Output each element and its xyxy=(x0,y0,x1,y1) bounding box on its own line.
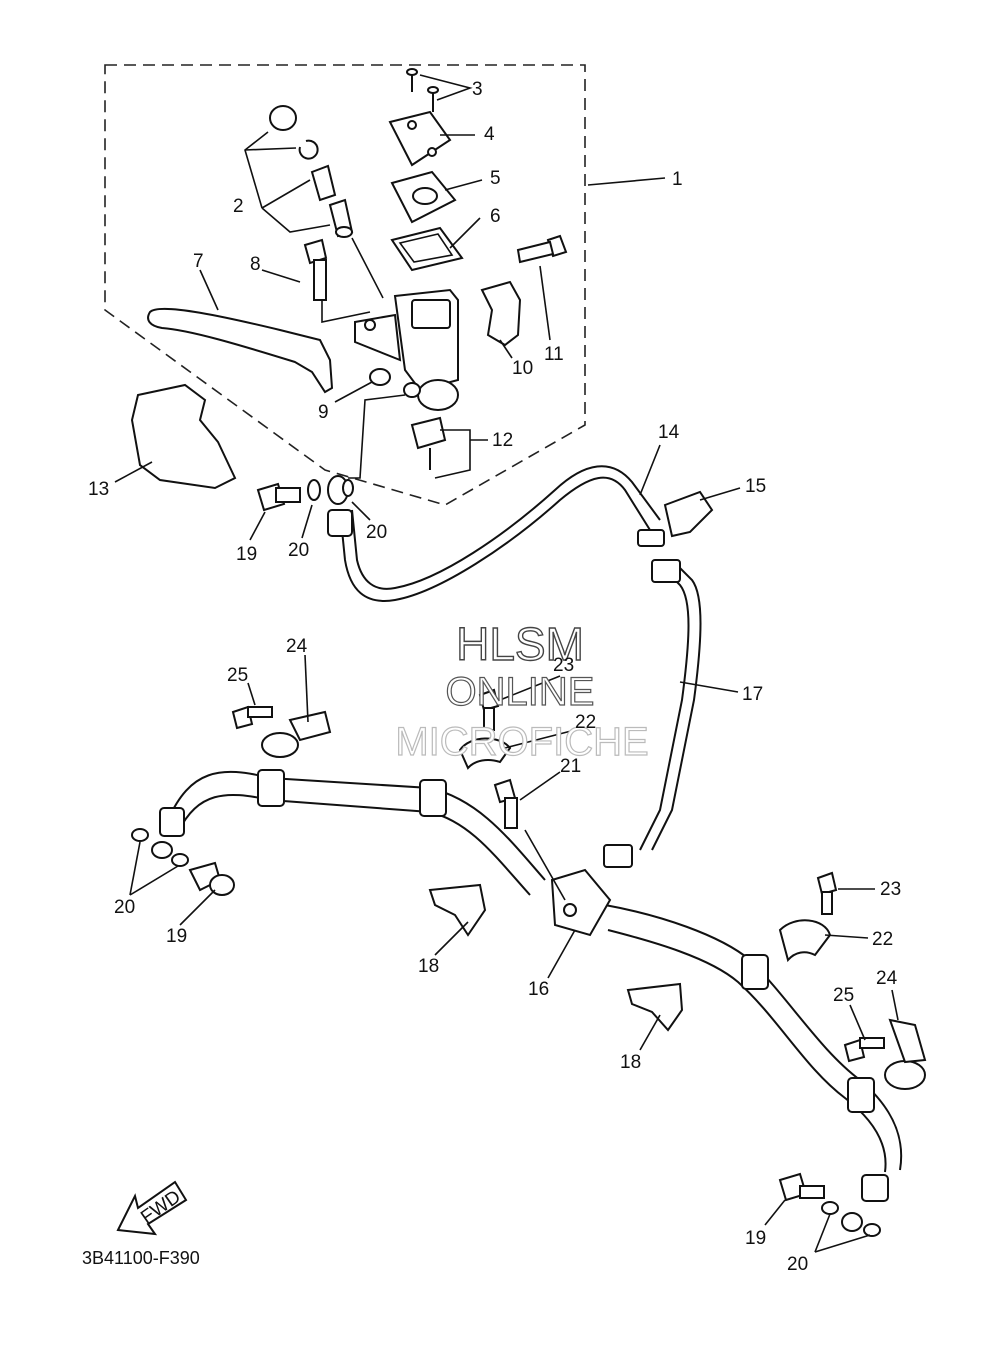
label-16: 16 xyxy=(528,979,549,1000)
label-20c: 20 xyxy=(114,897,135,918)
label-12: 12 xyxy=(492,430,513,451)
watermark-line3: MICROFICHE xyxy=(395,720,648,764)
leader-lines xyxy=(114,74,899,1253)
cover-part-13 xyxy=(130,383,237,490)
nut-part-9 xyxy=(369,368,391,386)
label-22b: 22 xyxy=(872,929,893,950)
guide-part-18a xyxy=(428,883,487,937)
label-19a: 19 xyxy=(236,544,257,565)
label-15: 15 xyxy=(745,476,766,497)
bolt-part-21 xyxy=(493,778,518,829)
label-21: 21 xyxy=(560,756,581,777)
label-17: 17 xyxy=(742,684,763,705)
switch-part-12 xyxy=(410,416,447,470)
brake-hose-14 xyxy=(339,476,651,602)
joint-part-16 xyxy=(550,868,612,937)
label-18a: 18 xyxy=(418,956,439,977)
master-cylinder-body xyxy=(354,288,459,411)
label-9: 9 xyxy=(318,402,329,423)
master-cylinder-parts xyxy=(147,68,568,479)
label-20b: 20 xyxy=(366,522,387,543)
label-10: 10 xyxy=(512,358,533,379)
banjo-bolt-top xyxy=(256,475,354,512)
label-19b: 19 xyxy=(166,926,187,947)
label-5: 5 xyxy=(490,168,501,189)
label-20a: 20 xyxy=(288,540,309,561)
label-11: 11 xyxy=(544,344,564,365)
label-14: 14 xyxy=(658,422,680,443)
clamp-right xyxy=(778,871,927,1090)
lever-part-7 xyxy=(147,307,334,394)
bolt-part-11 xyxy=(516,234,568,264)
clamp-left xyxy=(231,705,332,758)
label-20d: 20 xyxy=(787,1254,808,1275)
watermark-line1: HLSM xyxy=(456,618,584,670)
label-3: 3 xyxy=(472,79,483,100)
label-23a: 23 xyxy=(553,655,574,676)
label-4: 4 xyxy=(484,124,495,145)
watermark-line2: ONLINE xyxy=(446,670,595,714)
label-25b: 25 xyxy=(833,985,854,1006)
banjo-bolt-right xyxy=(778,1172,881,1237)
piston-kit-part-2 xyxy=(269,105,354,238)
label-22a: 22 xyxy=(575,712,596,733)
bolt-part-8 xyxy=(303,238,328,301)
cap-part-4 xyxy=(388,110,452,167)
label-2: 2 xyxy=(233,196,244,217)
callout-labels: 1 2 3 4 5 6 7 8 9 10 11 12 13 14 15 16 1… xyxy=(88,79,901,1275)
holder-part-10 xyxy=(480,280,522,347)
label-18b: 18 xyxy=(620,1052,641,1073)
lower-brake-hose xyxy=(159,769,903,1202)
screw-part-3 xyxy=(406,68,439,112)
diagram-code: 3B41100-F390 xyxy=(82,1248,200,1268)
banjo-bolt-left xyxy=(131,828,235,896)
assembly-boundary xyxy=(104,64,586,506)
label-6: 6 xyxy=(490,206,501,227)
label-24a: 24 xyxy=(286,636,308,657)
clamp-upper xyxy=(458,688,512,770)
label-1: 1 xyxy=(672,169,683,190)
label-8: 8 xyxy=(250,254,261,275)
watermark: HLSM ONLINE MICROFICHE xyxy=(395,617,650,764)
diaphragm-part-6 xyxy=(390,226,464,272)
label-24b: 24 xyxy=(876,968,898,989)
brake-pipe-17 xyxy=(639,564,690,851)
clip-part-15 xyxy=(663,490,714,538)
label-13: 13 xyxy=(88,479,109,500)
guide-part-18b xyxy=(626,982,684,1032)
fwd-arrow: FWD xyxy=(116,1180,188,1236)
label-25a: 25 xyxy=(227,665,248,686)
label-19c: 19 xyxy=(745,1228,766,1249)
label-7: 7 xyxy=(193,251,204,272)
label-23b: 23 xyxy=(880,879,901,900)
